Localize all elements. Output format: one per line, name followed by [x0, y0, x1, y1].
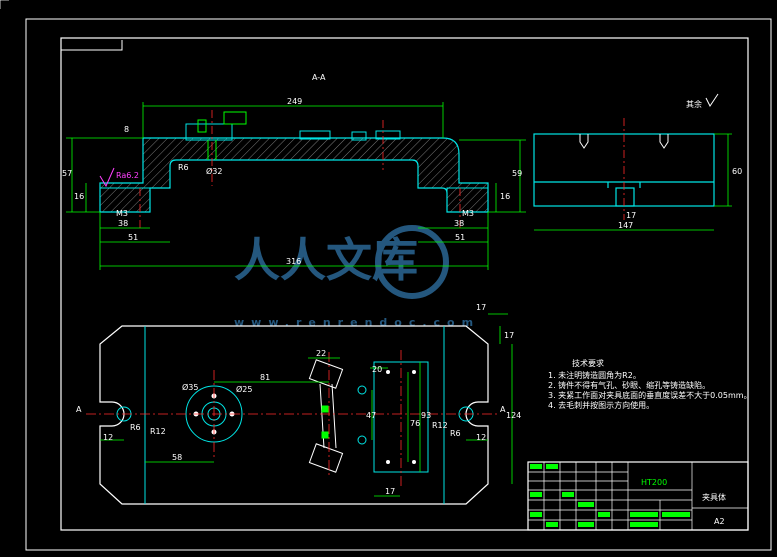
tech-requirements: 技术要求 1. 未注明铸造圆角为R2。 2. 铸件不得有气孔、砂眼、缩孔等铸造缺… — [548, 358, 752, 410]
roughness-ra: Ra6.2 — [116, 171, 139, 180]
dim-17-side-view: 17 — [626, 211, 636, 220]
dim-60: 60 — [732, 167, 742, 176]
dim-r6: R6 — [178, 163, 189, 172]
section-arrow-right: A — [500, 405, 506, 414]
dim-316: 316 — [286, 257, 301, 266]
dim-20: 20 — [372, 365, 382, 374]
title-material: HT200 — [641, 478, 667, 487]
dim-r12-left: R12 — [150, 427, 166, 436]
section-label: A-A — [312, 73, 326, 82]
plan-outline — [99, 325, 489, 505]
dim-93: 93 — [421, 411, 431, 420]
dim-124: 124 — [506, 411, 521, 420]
dim-16-left: 16 — [74, 192, 84, 201]
dim-d35: Ø35 — [182, 382, 198, 392]
dim-47: 47 — [366, 411, 376, 420]
title-part-name: 夹具体 — [702, 492, 726, 502]
side-view: 60 147 17 — [533, 118, 742, 231]
section-arrow-left: A — [76, 405, 82, 414]
roughness-icon — [99, 167, 115, 188]
tech-item-1: 1. 未注明铸造圆角为R2。 — [548, 370, 641, 380]
dim-m3-right: M3 — [462, 209, 474, 218]
dim-m3-left: M3 — [116, 209, 128, 218]
dim-249: 249 — [287, 97, 302, 106]
dim-59: 59 — [512, 169, 522, 178]
tech-item-3: 3. 夹紧工作面对夹具底面的垂直度误差不大于0.05mm。 — [548, 390, 752, 400]
dim-d25: Ø25 — [236, 384, 252, 394]
dim-17-top: 17 — [476, 303, 486, 312]
dim-8: 8 — [124, 125, 129, 134]
dim-57: 57 — [62, 169, 72, 178]
plan-view: 81 58 12 12 R12 R12 R6 R6 Ø35 Ø25 22 20 … — [76, 303, 521, 505]
dim-r12-right: R12 — [432, 421, 448, 430]
dim-51-right: 51 — [455, 233, 465, 242]
watermark: 人人文库 www.renrendoc.com — [234, 225, 480, 329]
dim-76: 76 — [410, 419, 420, 428]
dim-17-side: 17 — [504, 331, 514, 340]
dim-12-left: 12 — [103, 433, 113, 442]
dim-17-bottom: 17 — [385, 487, 395, 496]
title-sheet-size: A2 — [714, 517, 725, 526]
tech-title: 技术要求 — [572, 358, 604, 368]
tech-item-4: 4. 去毛刺并按图示方向使用。 — [548, 400, 654, 410]
tech-item-2: 2. 铸件不得有气孔、砂眼、缩孔等铸造缺陷。 — [548, 380, 710, 390]
surface-note: 其余 — [686, 99, 702, 109]
title-block: HT200 夹具体 A2 — [527, 461, 749, 531]
dim-58: 58 — [172, 453, 182, 462]
watermark-brand: 人人文库 — [234, 233, 418, 287]
dim-22: 22 — [316, 349, 326, 358]
watermark-url: www.renrendoc.com — [234, 316, 480, 329]
section-body — [99, 137, 489, 213]
dim-16-right: 16 — [500, 192, 510, 201]
dim-r6-left: R6 — [130, 423, 141, 432]
roughness-symbol-icon — [705, 93, 719, 107]
dim-81: 81 — [260, 373, 270, 382]
dim-d32: Ø32 — [206, 166, 222, 176]
dim-51-left: 51 — [128, 233, 138, 242]
dim-38-left: 38 — [118, 219, 128, 228]
section-view: A-A — [62, 73, 719, 270]
dim-147: 147 — [618, 221, 633, 230]
watermark-logo-icon — [375, 225, 449, 299]
dim-r6-right: R6 — [450, 429, 461, 438]
dim-38-right: 38 — [454, 219, 464, 228]
dim-12-right: 12 — [476, 433, 486, 442]
